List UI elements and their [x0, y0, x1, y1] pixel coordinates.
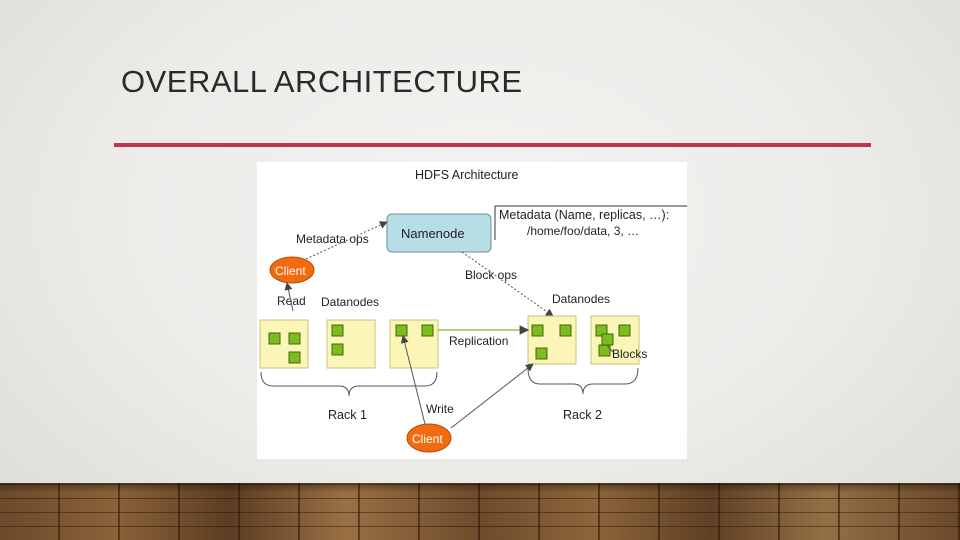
hdfs-architecture-diagram: HDFS Architecture Namenode Metadata (Nam…	[257, 162, 687, 459]
datanode-box	[259, 319, 309, 369]
block	[598, 344, 611, 357]
metadata-ops-label: Metadata ops	[296, 232, 369, 246]
write-arrow-left	[400, 335, 426, 425]
diagram-title: HDFS Architecture	[415, 168, 519, 182]
metadata-line1: Metadata (Name, replicas, …):	[499, 208, 669, 222]
client-top-label: Client	[275, 264, 306, 278]
block	[288, 351, 301, 364]
block	[535, 347, 548, 360]
block	[531, 324, 544, 337]
write-label: Write	[426, 402, 454, 416]
block	[421, 324, 434, 337]
block	[559, 324, 572, 337]
blocks-label: Blocks	[612, 347, 647, 361]
blocks-pointer	[606, 344, 614, 353]
block-ops-arrow	[461, 251, 554, 317]
rack2-label: Rack 2	[563, 408, 602, 422]
block	[618, 324, 631, 337]
metadata-ops-arrow	[294, 221, 388, 265]
datanodes-right-label: Datanodes	[552, 292, 610, 306]
write-arrow-right	[450, 363, 534, 429]
metadata-bracket	[494, 205, 687, 240]
block	[268, 332, 281, 345]
block-ops-label: Block ops	[465, 268, 517, 282]
rack1-brace	[260, 371, 438, 397]
namenode-box	[386, 213, 492, 253]
block	[601, 333, 614, 346]
slide-title: OVERALL ARCHITECTURE	[121, 64, 523, 99]
rack1-label: Rack 1	[328, 408, 367, 422]
metadata-line2: /home/foo/data, 3, …	[527, 224, 639, 238]
client-bottom-node	[406, 423, 452, 453]
block	[331, 343, 344, 356]
rack2-brace	[527, 367, 639, 395]
datanode-box	[527, 315, 577, 365]
replication-label: Replication	[449, 334, 508, 348]
read-arrow	[284, 282, 294, 312]
block	[288, 332, 301, 345]
block	[395, 324, 408, 337]
floor-shadow	[0, 483, 960, 493]
client-bottom-label: Client	[412, 432, 443, 446]
title-underline	[114, 143, 871, 147]
wooden-floor-decoration	[0, 483, 960, 540]
namenode-label: Namenode	[401, 226, 465, 241]
block	[331, 324, 344, 337]
datanodes-left-label: Datanodes	[321, 295, 379, 309]
